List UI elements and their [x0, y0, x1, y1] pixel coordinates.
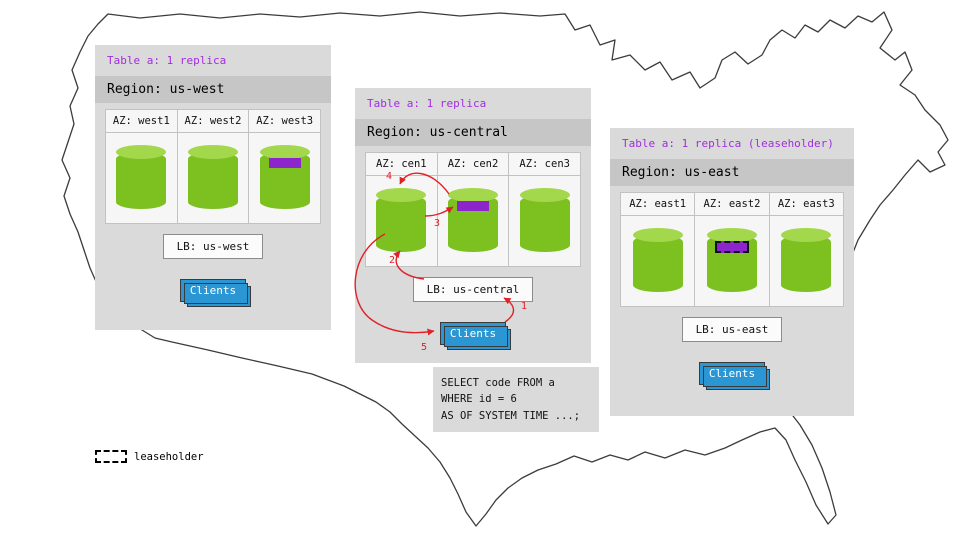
- database-icon-top: [781, 228, 832, 243]
- az-label: AZ: west2: [177, 110, 249, 134]
- sql-line: SELECT code FROM a: [441, 377, 555, 389]
- az-column-west3: AZ: west3: [249, 110, 321, 223]
- database-icon-top: [116, 145, 167, 160]
- database-icon: [781, 228, 832, 293]
- database-icon: [376, 188, 427, 253]
- az-column-east1: AZ: east1: [621, 193, 696, 307]
- database-icon: [188, 145, 238, 210]
- az-group: AZ: east1 AZ: east2 AZ: east3: [620, 192, 844, 308]
- sql-line: WHERE id = 6: [441, 393, 517, 406]
- az-column-west2: AZ: west2: [177, 110, 250, 224]
- az-group: AZ: west1 AZ: west2 AZ: west3: [105, 109, 321, 225]
- az-label: AZ: west3: [249, 110, 321, 134]
- us-map-outline: [61, 11, 949, 527]
- database-icon-body: [376, 195, 427, 253]
- region-panel-us-east: Table a: 1 replica (leaseholder) Region:…: [610, 128, 854, 416]
- az-label: AZ: cen3: [509, 153, 581, 177]
- az-label: AZ: east2: [695, 193, 769, 217]
- database-icon: [116, 145, 167, 210]
- database-icon: [632, 228, 683, 293]
- replica-badge: [268, 158, 301, 169]
- az-group: AZ: cen1 AZ: cen2 AZ: cen3: [365, 152, 581, 268]
- az-label: AZ: east1: [621, 193, 695, 217]
- az-column-west1: AZ: west1: [106, 110, 178, 224]
- leaseholder-swatch-icon: [95, 450, 127, 463]
- database-icon: [448, 188, 498, 253]
- legend: leaseholder: [95, 450, 204, 463]
- az-label: AZ: cen2: [437, 153, 509, 177]
- table-replica-label: Table a: 1 replica: [367, 97, 487, 110]
- table-replica-label: Table a: 1 replica (leaseholder): [622, 137, 834, 150]
- az-column-cen3: AZ: cen3: [509, 153, 581, 266]
- table-replica-label: Table a: 1 replica: [107, 54, 227, 67]
- load-balancer-box: LB: us-central: [412, 277, 534, 303]
- az-label: AZ: west1: [106, 110, 177, 134]
- database-icon: [519, 188, 570, 253]
- load-balancer-box: LB: us-west: [162, 234, 264, 260]
- legend-label: leaseholder: [134, 450, 204, 463]
- database-icon-body: [188, 152, 238, 210]
- database-icon: [706, 228, 757, 293]
- database-icon-top: [706, 228, 757, 243]
- database-icon-top: [519, 188, 570, 203]
- database-icon-top: [259, 145, 310, 160]
- replica-badge: [457, 201, 489, 212]
- database-icon-body: [116, 152, 167, 210]
- region-title: Region: us-west: [95, 76, 331, 104]
- database-icon-body: [519, 195, 570, 253]
- region-panel-us-west: Table a: 1 replica Region: us-west AZ: w…: [95, 45, 331, 330]
- az-column-cen2: AZ: cen2: [437, 153, 510, 267]
- region-panel-us-central: Table a: 1 replica Region: us-central AZ…: [355, 88, 591, 363]
- clients-box: Clients: [180, 279, 251, 308]
- database-icon: [259, 145, 310, 210]
- az-label: AZ: cen1: [366, 153, 437, 177]
- clients-box: Clients: [440, 322, 511, 351]
- region-title: Region: us-central: [355, 119, 591, 147]
- sql-line: AS OF SYSTEM TIME ...;: [441, 409, 581, 422]
- clients-box: Clients: [699, 362, 770, 391]
- database-icon-top: [632, 228, 683, 243]
- sql-query-box: SELECT code FROM a WHERE id = 6 AS OF SY…: [433, 367, 599, 432]
- region-title: Region: us-east: [610, 159, 854, 187]
- database-icon-body: [781, 235, 832, 293]
- leaseholder-badge: [714, 241, 749, 254]
- az-column-cen1: AZ: cen1: [366, 153, 438, 267]
- az-column-east2: AZ: east2: [695, 193, 770, 307]
- load-balancer-box: LB: us-east: [681, 317, 783, 343]
- database-icon-top: [188, 145, 238, 160]
- database-icon-body: [632, 235, 683, 293]
- database-icon-top: [448, 188, 498, 203]
- az-label: AZ: east3: [769, 193, 843, 217]
- az-column-east3: AZ: east3: [769, 193, 843, 306]
